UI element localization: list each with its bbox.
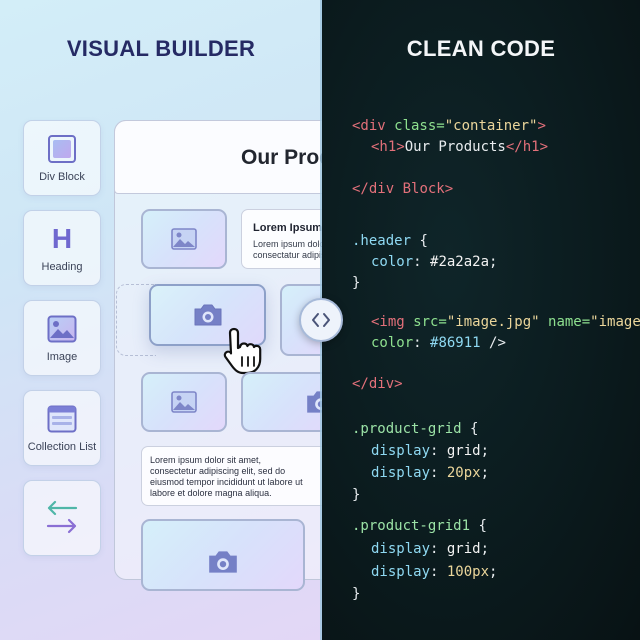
code-line: } xyxy=(352,487,361,503)
image-placeholder-icon xyxy=(171,228,197,250)
image-card[interactable] xyxy=(141,519,305,591)
text-card-title: Lorem Ipsum xyxy=(253,222,322,234)
code-line: </div> xyxy=(352,376,403,392)
swap-arrows-icon xyxy=(24,500,100,534)
tool-swap[interactable] xyxy=(23,480,101,556)
image-placeholder-icon xyxy=(171,391,197,413)
code-line: <div class="container"> xyxy=(352,118,546,134)
heading-icon: H xyxy=(51,223,73,254)
code-line: <h1>Our Products</h1> xyxy=(371,139,549,155)
clean-code-pane: CLEAN CODE <div class="container"> <h1>O… xyxy=(322,0,640,640)
paragraph-line: consectetur adipiscing elit, sed do xyxy=(150,466,286,476)
code-line: .product-grid1 { xyxy=(352,518,487,534)
tool-label: Div Block xyxy=(39,171,85,183)
visual-builder-pane: VISUAL BUILDER Div Block H Heading Image xyxy=(0,0,322,640)
code-line: display: 20px; xyxy=(371,465,490,481)
tool-label: Collection List xyxy=(27,441,97,453)
canvas-page-title: Our Products xyxy=(241,146,322,169)
div-block-icon xyxy=(24,133,100,165)
code-line: .header { xyxy=(352,233,428,249)
code-line: color: #2a2a2a; xyxy=(371,254,498,270)
canvas-header[interactable]: Our Products xyxy=(114,120,322,194)
camera-icon xyxy=(194,304,221,326)
tool-collection-list[interactable]: Collection List xyxy=(23,390,101,466)
paragraph-line: eiusmod tempor incididunt ut labore ut xyxy=(150,477,303,487)
code-toggle-icon xyxy=(312,313,330,327)
code-line: </div Block> xyxy=(352,181,454,197)
text-card[interactable]: Lorem Ipsum Lorem ipsum dolor consectatu… xyxy=(241,209,322,269)
drop-target-outline xyxy=(116,284,156,356)
collection-list-icon xyxy=(24,403,100,435)
clean-code-title: CLEAN CODE xyxy=(406,36,556,61)
image-card[interactable] xyxy=(141,372,227,432)
split-handle[interactable] xyxy=(299,298,343,342)
text-card-line: consectatur adipisc xyxy=(253,250,322,260)
image-icon xyxy=(24,313,100,345)
visual-builder-title: VISUAL BUILDER xyxy=(66,36,256,61)
paragraph-line: Lorem ipsum dolor sit amet, xyxy=(150,455,262,465)
text-card-line: Lorem ipsum dolor xyxy=(253,239,322,249)
code-line: <img src="image.jpg" name="image" xyxy=(371,314,640,330)
code-line: color: #86911 /> xyxy=(371,335,506,351)
image-card[interactable] xyxy=(141,209,227,269)
code-line: display: 100px; xyxy=(371,564,498,580)
camera-icon xyxy=(209,551,237,573)
tool-label: Image xyxy=(46,351,78,363)
dragged-image-card[interactable] xyxy=(149,284,266,346)
tool-div-block[interactable]: Div Block xyxy=(23,120,101,196)
paragraph-line: labore et dolore magna aliqua. xyxy=(150,488,272,498)
code-line: .product-grid { xyxy=(352,421,479,437)
tool-label: Heading xyxy=(41,261,83,273)
tool-image[interactable]: Image xyxy=(23,300,101,376)
code-line: } xyxy=(352,586,361,602)
image-card[interactable] xyxy=(241,372,322,432)
paragraph-card[interactable]: Lorem ipsum dolor sit amet, consectetur … xyxy=(141,446,322,506)
code-line: } xyxy=(352,275,361,291)
code-line: display: grid; xyxy=(371,443,490,459)
code-line: display: grid; xyxy=(371,541,490,557)
hand-cursor-icon xyxy=(222,326,266,381)
tool-heading[interactable]: H Heading xyxy=(23,210,101,286)
